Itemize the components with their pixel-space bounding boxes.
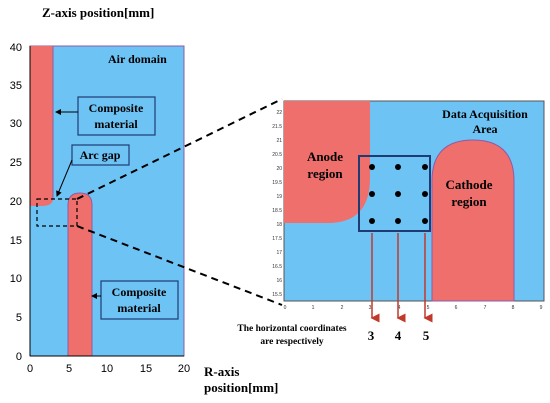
zoom-x-tick: 5 (427, 305, 430, 311)
zoom-x-tick: 3 (369, 305, 372, 311)
zoom-x-ticks: 0 1 2 3 4 5 6 7 8 9 (284, 305, 543, 311)
measurement-point (395, 164, 401, 170)
zoom-y-tick: 18.5 (272, 208, 282, 214)
zoom-x-tick: 1 (312, 305, 315, 311)
y-tick: 40 (10, 42, 22, 54)
anode-label-line2: region (307, 166, 343, 181)
anode-label-line1: Anode (307, 149, 343, 164)
composite-top-label-box (77, 96, 156, 136)
zoom-y-tick: 22 (276, 110, 282, 116)
zoom-y-tick: 16 (276, 278, 282, 284)
composite-bottom-label-box (100, 280, 179, 320)
zoom-y-tick: 18 (276, 222, 282, 228)
measurement-point (395, 218, 401, 224)
zoom-y-tick: 17 (276, 250, 282, 256)
zoom-y-tick: 16.5 (272, 264, 282, 270)
note-line1: The horizontal coordinates (237, 324, 347, 334)
y-tick: 35 (10, 80, 22, 92)
composite-bottom-label-line2: material (117, 301, 161, 315)
coord-4-label: 4 (395, 328, 402, 343)
y-tick: 20 (10, 196, 22, 208)
x-tick: 20 (178, 363, 190, 375)
zoom-plot: 22 21.5 21 20.5 20 19.5 19 18.5 18 17.5 … (272, 100, 545, 311)
x-tick: 0 (27, 363, 33, 375)
measurement-point (422, 218, 428, 224)
arc-gap-label: Arc gap (80, 148, 121, 162)
y-ticks: 0 5 10 15 20 25 30 35 40 (10, 42, 22, 363)
zoom-x-tick: 7 (484, 305, 487, 311)
zoom-connector-top (76, 98, 283, 200)
top-composite-material (30, 46, 53, 199)
zoom-x-tick: 8 (512, 305, 515, 311)
measurement-point (422, 164, 428, 170)
zoom-y-ticks: 22 21.5 21 20.5 20 19.5 19 18.5 18 17.5 … (272, 110, 282, 298)
cathode-label-line2: region (451, 194, 487, 209)
top-electrode-tip (30, 199, 53, 206)
y-tick: 25 (10, 157, 22, 169)
measurement-point (369, 164, 375, 170)
x-ticks: 0 5 10 15 20 (27, 363, 190, 375)
y-tick: 5 (16, 312, 22, 324)
coord-3-label: 3 (368, 328, 375, 343)
zoom-y-tick: 15.5 (272, 292, 282, 298)
zoom-y-tick: 17.5 (272, 236, 282, 242)
x-tick: 15 (140, 363, 152, 375)
zoom-y-tick: 19.5 (272, 180, 282, 186)
y-tick: 15 (10, 235, 22, 247)
anode-region-shape (284, 101, 370, 223)
zoom-x-tick: 2 (341, 305, 344, 311)
coordinate-arrows (370, 233, 433, 323)
coord-5-label: 5 (423, 328, 430, 343)
measurement-point (369, 191, 375, 197)
arc-gap-label-box (71, 144, 130, 166)
y-tick: 0 (16, 351, 22, 363)
zoom-x-tick: 0 (284, 305, 287, 311)
measurement-point (395, 191, 401, 197)
data-acquisition-title-line2: Area (472, 122, 497, 136)
zoom-x-tick: 4 (398, 305, 401, 311)
composite-top-label-line2: material (94, 117, 138, 131)
x-tick: 5 (66, 363, 72, 375)
zoom-region-box (36, 198, 78, 227)
measurement-point (369, 218, 375, 224)
note-line2: are respectively (260, 337, 323, 347)
zoom-y-tick: 20.5 (272, 152, 282, 158)
zoom-connector-bottom (76, 225, 283, 306)
zoom-x-tick: 6 (455, 305, 458, 311)
data-acquisition-box (358, 155, 431, 232)
zoom-y-tick: 21.5 (272, 124, 282, 130)
measurement-point (422, 191, 428, 197)
zoom-y-tick: 19 (276, 194, 282, 200)
arc-gap-pointer (56, 159, 73, 197)
zoom-y-tick: 21 (276, 138, 282, 144)
y-tick: 10 (10, 273, 22, 285)
x-axis-title-line2: position[mm] (204, 380, 278, 395)
composite-bottom-label-line1: Composite (112, 285, 167, 299)
left-domain-plot: 0 5 10 15 20 25 30 35 40 0 5 10 15 20 Z-… (10, 5, 279, 395)
zoom-y-tick: 20 (276, 166, 282, 172)
bottom-composite-material (67, 192, 93, 357)
zoom-x-tick: 9 (540, 305, 543, 311)
cathode-label-line1: Cathode (446, 177, 493, 192)
air-domain-label: Air domain (108, 52, 167, 66)
y-tick: 30 (10, 118, 22, 130)
x-tick: 10 (101, 363, 113, 375)
composite-top-label-line1: Composite (89, 101, 144, 115)
measurement-points (369, 164, 428, 224)
x-axis-title-line1: R-axis (204, 364, 239, 379)
y-axis-title: Z-axis position[mm] (42, 5, 154, 20)
data-acquisition-title-line1: Data Acquisition (442, 107, 528, 121)
cathode-region-shape (431, 139, 515, 302)
